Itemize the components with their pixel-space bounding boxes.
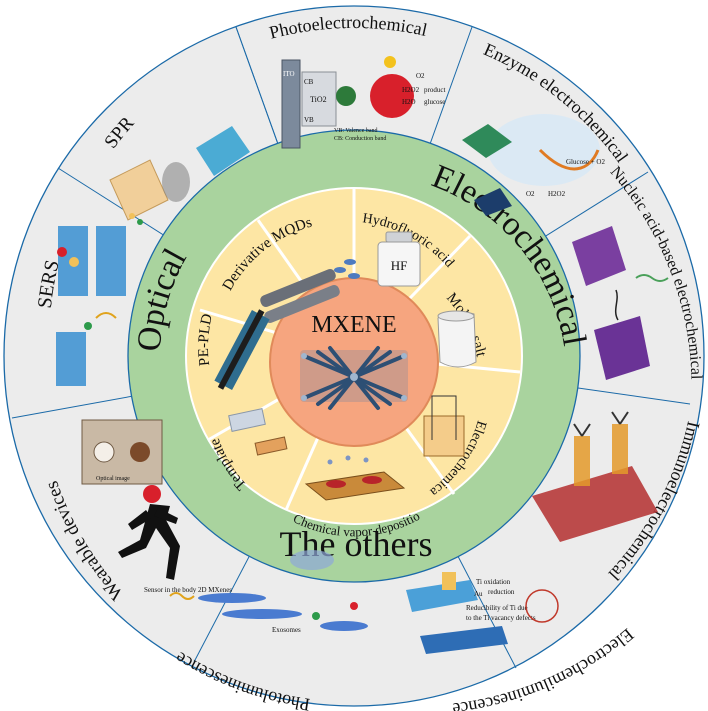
pec-o2: O2 [416,72,425,80]
photoelectrochemical-figure: ITO TiO2 CB VB O2 H2O2 H2O product gluco… [281,56,445,149]
pec-h2o2: H2O2 [402,86,420,94]
ecl-figure: Ti oxidation reduction Au Reducibility o… [406,572,559,654]
wearable-inset-caption: Optical image [96,476,130,482]
pec-glucose: glucose [424,98,445,106]
molten-salt-crucible-icon [437,310,477,368]
pec-h2o: H2O [402,98,416,106]
sers-figure [56,226,126,386]
enzyme-h2o2: H2O2 [548,190,566,198]
synthesis-pe-pld: PE-PLD [196,312,216,367]
mxene-structure-icon [300,346,408,410]
pec-ito: ITO [283,70,295,78]
pec-cb-legend: CB: Conduction band [334,136,386,142]
spr-figure [109,126,250,225]
immuno-figure [532,411,658,542]
running-person-icon [118,485,180,580]
cvd-icon [304,455,406,501]
hf-label: HF [391,258,408,273]
enzyme-o2: O2 [526,190,535,198]
ecl-oxidation: Ti oxidation [476,578,511,586]
derivative-mqds-icon [260,259,360,324]
wearable-caption: Sensor in the body [144,586,197,594]
pec-product: product [424,86,445,94]
pe-pld-icon [214,309,270,391]
sun-icon [384,56,396,68]
electrochemical-synthesis-icon [423,395,465,457]
ecl-reduction: reduction [488,588,515,596]
wearable-figure: Optical image Sensor in the body [81,419,197,594]
nucleic-acid-figure [572,226,669,380]
hf-bottle-icon: HF [377,231,421,287]
ecl-note2: to the Ti vacancy defects [466,614,536,622]
enzyme-figure: O2 H2O2 Glucose + O2 [462,114,605,216]
ecl-au: Au [474,590,483,598]
pl-exosomes: Exosomes [272,626,301,634]
pec-tio2: TiO2 [310,95,327,104]
center-title: MXENE [311,312,396,338]
pec-cb: CB [304,78,314,86]
pec-vb: VB [304,116,314,124]
pl-2d-mxenes: 2D MXenes [198,586,232,594]
photoluminescence-figure: 2D MXenes Exosomes [169,550,368,634]
pec-vb-legend: VB: Valence band [334,128,378,134]
template-icon [228,408,288,456]
ecl-note1: Reducibility of Ti due [466,604,528,612]
enzyme-glucose: Glucose + O2 [566,158,605,166]
